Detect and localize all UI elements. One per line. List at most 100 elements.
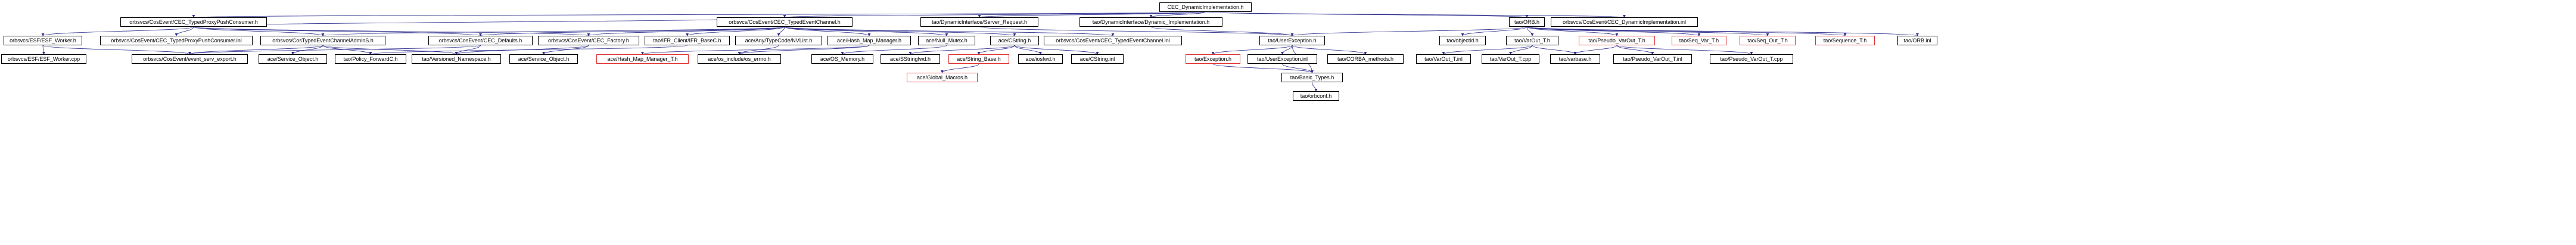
graph-edge (1526, 26, 1919, 36)
graph-node[interactable]: ace/Any/TypeCode/NVList.h (735, 36, 822, 45)
graph-node[interactable]: orbsvcs/CosEvent/CEC_DynamicImplementati… (1551, 17, 1698, 27)
graph-edge (1281, 45, 1293, 55)
graph-edge (1211, 45, 1293, 55)
graph-edge (1573, 45, 1617, 55)
graph-edge (1312, 82, 1318, 92)
graph-edge (686, 26, 785, 36)
graph-edge (193, 17, 786, 27)
graph-node[interactable]: tao/Basic_Types.h (1281, 73, 1343, 82)
graph-edge (188, 45, 481, 55)
graph-edge (1616, 45, 1753, 55)
graph-node[interactable]: tao/Policy_ForwardC.h (335, 54, 406, 64)
graph-node[interactable]: ace/iosfwd.h (1018, 54, 1063, 64)
graph-edge (1442, 45, 1533, 55)
graph-edge (1616, 45, 1654, 55)
graph-edge (784, 26, 1115, 36)
graph-node[interactable]: tao/DynamicInterface/Dynamic_Implementat… (1079, 17, 1222, 27)
graph-edge (369, 45, 687, 55)
graph-node[interactable]: tao/varbase.h (1550, 54, 1600, 64)
graph-node[interactable]: tao/ORB.inl (1897, 36, 1937, 45)
graph-node[interactable]: tao/orbconf.h (1293, 91, 1339, 101)
graph-edge (1292, 45, 1367, 55)
graph-node[interactable]: tao/Exception.h (1186, 54, 1240, 64)
graph-node[interactable]: orbsvcs/CosEvent/CEC_Defaults.h (428, 36, 533, 45)
graph-node[interactable]: ace/Hash_Map_Manager_T.h (596, 54, 689, 64)
graph-node[interactable]: orbsvcs/CosEvent/CEC_TypedEventChannel.h (717, 17, 853, 27)
graph-edge (587, 26, 785, 36)
graph-edge (1014, 45, 1099, 55)
graph-node[interactable]: ace/Null_Mutex.h (918, 36, 975, 45)
graph-node[interactable]: orbsvcs/CosEvent/CEC_TypedProxyPushConsu… (100, 36, 253, 45)
graph-node[interactable]: tao/UserException.inl (1247, 54, 1317, 64)
graph-edge (1014, 45, 1042, 55)
graph-edge (193, 11, 1206, 18)
graph-edge (1212, 63, 1314, 73)
graph-node[interactable]: orbsvcs/CosTypedEventChannelAdminS.h (260, 36, 385, 45)
graph-node[interactable]: tao/ORB.h (1509, 17, 1545, 27)
graph-edge (1526, 26, 1534, 36)
graph-node[interactable]: tao/Pseudo_VarOut_T.h (1579, 36, 1655, 45)
graph-edge (784, 26, 871, 36)
graph-node[interactable]: tao/Sequence_T.h (1815, 36, 1875, 45)
graph-node[interactable]: tao/CORBA_methods.h (1327, 54, 1404, 64)
graph-edge (291, 45, 323, 55)
graph-edge (777, 26, 785, 36)
graph-node[interactable]: CEC_DynamicImplementation.h (1159, 2, 1252, 12)
graph-node[interactable]: tao/VarOut_T.h (1506, 36, 1558, 45)
graph-edge (783, 11, 1206, 18)
graph-edge (977, 45, 1015, 55)
graph-node[interactable]: tao/Versioned_Namespace.h (412, 54, 501, 64)
graph-node[interactable]: tao/VarOut_T.cpp (1482, 54, 1539, 64)
graph-node[interactable]: tao/IFR_Client/IFR_BaseC.h (645, 36, 730, 45)
graph-node[interactable]: orbsvcs/CosEvent/CEC_TypedProxyPushConsu… (120, 17, 267, 27)
graph-edge (1532, 45, 1577, 55)
graph-edge (978, 11, 1206, 18)
graph-node[interactable]: orbsvcs/ESF/ESF_Worker.h (4, 36, 82, 45)
graph-edge (979, 26, 1294, 36)
graph-node[interactable]: tao/UserException.h (1259, 36, 1325, 45)
graph-edge (784, 26, 1016, 36)
graph-edge (193, 26, 482, 36)
graph-node[interactable]: ace/Global_Macros.h (907, 73, 978, 82)
graph-edge (1526, 26, 1701, 36)
graph-edge (1526, 26, 1769, 36)
graph-edge (841, 45, 947, 55)
graph-node[interactable]: tao/DynamicInterface/Server_Request.h (920, 17, 1038, 27)
graph-edge (784, 26, 948, 36)
graph-node[interactable]: ace/CString.h (990, 36, 1039, 45)
graph-edge (322, 26, 785, 36)
graph-edge (1150, 26, 1294, 36)
graph-edge (188, 45, 323, 55)
graph-edge (1290, 26, 1527, 36)
graph-node[interactable]: tao/Seq_Out_T.h (1740, 36, 1796, 45)
graph-node[interactable]: orbsvcs/ESF/ESF_Worker.cpp (1, 54, 86, 64)
graph-edge (641, 45, 870, 55)
graph-node[interactable]: ace/Service_Object.h (509, 54, 578, 64)
graph-edge (1509, 45, 1533, 55)
graph-node[interactable]: ace/os_include/os_errno.h (698, 54, 781, 64)
graph-edge (1282, 63, 1314, 73)
graph-node[interactable]: orbsvcs/CosEvent/CEC_TypedEventChannel.i… (1044, 36, 1182, 45)
graph-edge (193, 26, 325, 36)
graph-edge (1461, 26, 1527, 36)
graph-edge (542, 45, 589, 55)
graph-node[interactable]: orbsvcs/CosEvent/event_serv_export.h (132, 54, 248, 64)
graph-node[interactable]: ace/Hash_Map_Manager.h (827, 36, 911, 45)
graph-node[interactable]: ace/SStringfwd.h (881, 54, 940, 64)
graph-edge (1526, 26, 1619, 36)
graph-edge (941, 63, 979, 73)
graph-node[interactable]: ace/OS_Memory.h (811, 54, 873, 64)
graph-node[interactable]: ace/Service_Object.h (259, 54, 327, 64)
graph-node[interactable]: ace/CString.inl (1071, 54, 1124, 64)
graph-node[interactable]: orbsvcs/CosEvent/CEC_Factory.h (538, 36, 639, 45)
graph-edge (42, 45, 45, 55)
graph-edge (1205, 11, 1626, 18)
graph-node[interactable]: ace/String_Base.h (948, 54, 1009, 64)
graph-edge (1205, 11, 1528, 18)
graph-node[interactable]: tao/VarOut_T.inl (1416, 54, 1471, 64)
graph-node[interactable]: tao/Pseudo_VarOut_T.inl (1613, 54, 1692, 64)
graph-node[interactable]: tao/Seq_Var_T.h (1672, 36, 1726, 45)
graph-node[interactable]: tao/Pseudo_VarOut_T.cpp (1710, 54, 1793, 64)
graph-node[interactable]: tao/objectid.h (1439, 36, 1486, 45)
